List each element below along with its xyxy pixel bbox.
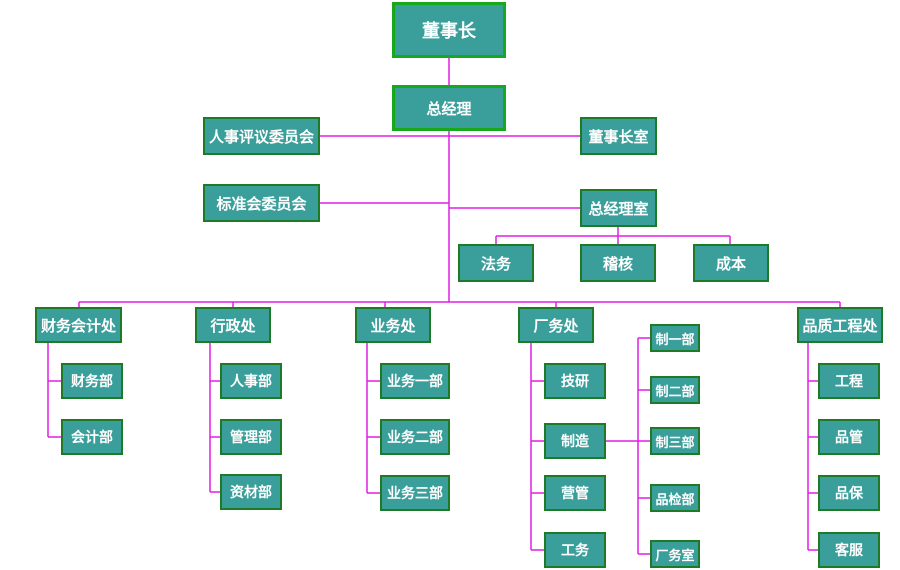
manufacturing-child-box[interactable]: 厂务室 xyxy=(650,540,700,568)
factory-child-box[interactable]: 技研 xyxy=(544,363,606,399)
business-dept-box[interactable]: 业务处 xyxy=(355,307,431,343)
business-child-box[interactable]: 业务三部 xyxy=(380,475,450,511)
standards-committee-box[interactable]: 标准会委员会 xyxy=(203,184,320,222)
finance-dept-box[interactable]: 财务会计处 xyxy=(35,307,122,343)
business-child-box[interactable]: 业务一部 xyxy=(380,363,450,399)
admin-child-box[interactable]: 资材部 xyxy=(220,474,282,510)
manufacturing-child-box[interactable]: 制三部 xyxy=(650,427,700,455)
quality-child-box[interactable]: 客服 xyxy=(818,532,880,568)
quality-child-box[interactable]: 品保 xyxy=(818,475,880,511)
chairman-box[interactable]: 董事长 xyxy=(392,2,506,58)
gm-office-box[interactable]: 总经理室 xyxy=(580,189,657,227)
admin-child-box[interactable]: 人事部 xyxy=(220,363,282,399)
audit-box[interactable]: 稽核 xyxy=(580,244,656,282)
manufacturing-child-box[interactable]: 品检部 xyxy=(650,484,700,512)
factory-child-box[interactable]: 工务 xyxy=(544,532,606,568)
cost-box[interactable]: 成本 xyxy=(693,244,769,282)
quality-child-box[interactable]: 品管 xyxy=(818,419,880,455)
legal-box[interactable]: 法务 xyxy=(458,244,534,282)
admin-dept-box[interactable]: 行政处 xyxy=(195,307,271,343)
quality-child-box[interactable]: 工程 xyxy=(818,363,880,399)
factory-child-box[interactable]: 营管 xyxy=(544,475,606,511)
business-child-box[interactable]: 业务二部 xyxy=(380,419,450,455)
factory-child-box[interactable]: 制造 xyxy=(544,423,606,459)
admin-child-box[interactable]: 管理部 xyxy=(220,419,282,455)
hr-committee-box[interactable]: 人事评议委员会 xyxy=(203,117,320,155)
factory-dept-box[interactable]: 厂务处 xyxy=(518,307,594,343)
finance-child-box[interactable]: 财务部 xyxy=(61,363,123,399)
manufacturing-child-box[interactable]: 制一部 xyxy=(650,324,700,352)
manufacturing-child-box[interactable]: 制二部 xyxy=(650,376,700,404)
general-manager-box[interactable]: 总经理 xyxy=(392,85,506,131)
finance-child-box[interactable]: 会计部 xyxy=(61,419,123,455)
chairman-office-box[interactable]: 董事长室 xyxy=(580,117,657,155)
quality-dept-box[interactable]: 品质工程处 xyxy=(797,307,883,343)
